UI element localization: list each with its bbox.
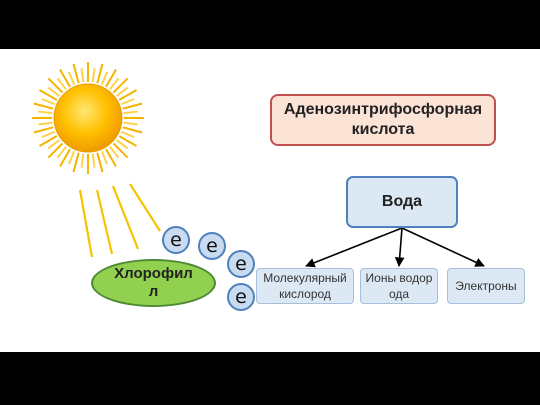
sun-ray (38, 110, 53, 115)
sun-ray (100, 150, 109, 165)
sun-ray (118, 135, 137, 147)
water-arrows (305, 227, 485, 268)
sun-ray (56, 145, 67, 159)
sun-ray (115, 86, 129, 97)
sun-ray (96, 63, 104, 84)
sun-ray (38, 121, 53, 126)
arrow-to-hydrogen-ions (394, 227, 405, 267)
sun-ray (120, 97, 135, 106)
sun-ray (122, 126, 143, 134)
sun-ray (105, 69, 117, 88)
sun-ray (123, 110, 138, 115)
sun-ray (39, 89, 58, 101)
sun-ray (115, 139, 129, 150)
sun-ray (33, 102, 54, 110)
sun-ray (91, 153, 96, 168)
electron-circle: e (227, 283, 255, 311)
electron-circle: e (227, 250, 255, 278)
sun-ray (96, 152, 104, 173)
sun-ray (41, 97, 56, 106)
sun-ray (72, 63, 80, 84)
sun-ray (109, 145, 120, 159)
product-oxygen: Молекулярный кислород (256, 268, 354, 304)
electron-circle: e (198, 232, 226, 260)
arrow-to-oxygen (305, 227, 403, 268)
slide: Аденозинтрифосфорная кислота Вода Молеку… (0, 49, 540, 352)
sun-ray (80, 153, 85, 168)
sun-ray (112, 142, 129, 159)
sun-ray (41, 130, 56, 139)
sun-ray (59, 69, 71, 88)
light-beam (111, 185, 140, 250)
sun-ray (33, 126, 54, 134)
product-electrons: Электроны (447, 268, 525, 304)
chlorophyll-ellipse: Хлорофилл (91, 259, 216, 307)
sun-ray (47, 139, 61, 150)
sun-ray (47, 86, 61, 97)
light-beam (78, 189, 94, 258)
sun-ray (72, 152, 80, 173)
sun-ray (109, 77, 120, 91)
sun-ray (47, 77, 64, 94)
sun-ray (39, 135, 58, 147)
sun-ray (56, 77, 67, 91)
light-beam (95, 189, 114, 255)
electron-circle: e (162, 226, 190, 254)
water-box: Вода (346, 176, 458, 228)
sun-icon (53, 83, 123, 153)
sun-ray (120, 130, 135, 139)
sun-ray (80, 68, 85, 83)
sun-ray (91, 68, 96, 83)
sun-ray (67, 71, 76, 86)
sun-ray (47, 142, 64, 159)
product-hydrogen-ions: Ионы водорода (360, 268, 438, 304)
atp-box: Аденозинтрифосфорная кислота (270, 94, 496, 146)
sun-ray (67, 150, 76, 165)
sun-ray (118, 89, 137, 101)
diagram-art (32, 62, 485, 268)
sun-ray (123, 121, 138, 126)
sun-ray (112, 77, 129, 94)
sun-ray (122, 102, 143, 110)
light-beam (129, 183, 161, 232)
sun-ray (100, 71, 109, 86)
light-beams (78, 183, 161, 258)
sun-ray (105, 148, 117, 167)
sun-ray (59, 148, 71, 167)
sun-rays (32, 62, 144, 174)
arrow-to-electrons (401, 227, 485, 267)
